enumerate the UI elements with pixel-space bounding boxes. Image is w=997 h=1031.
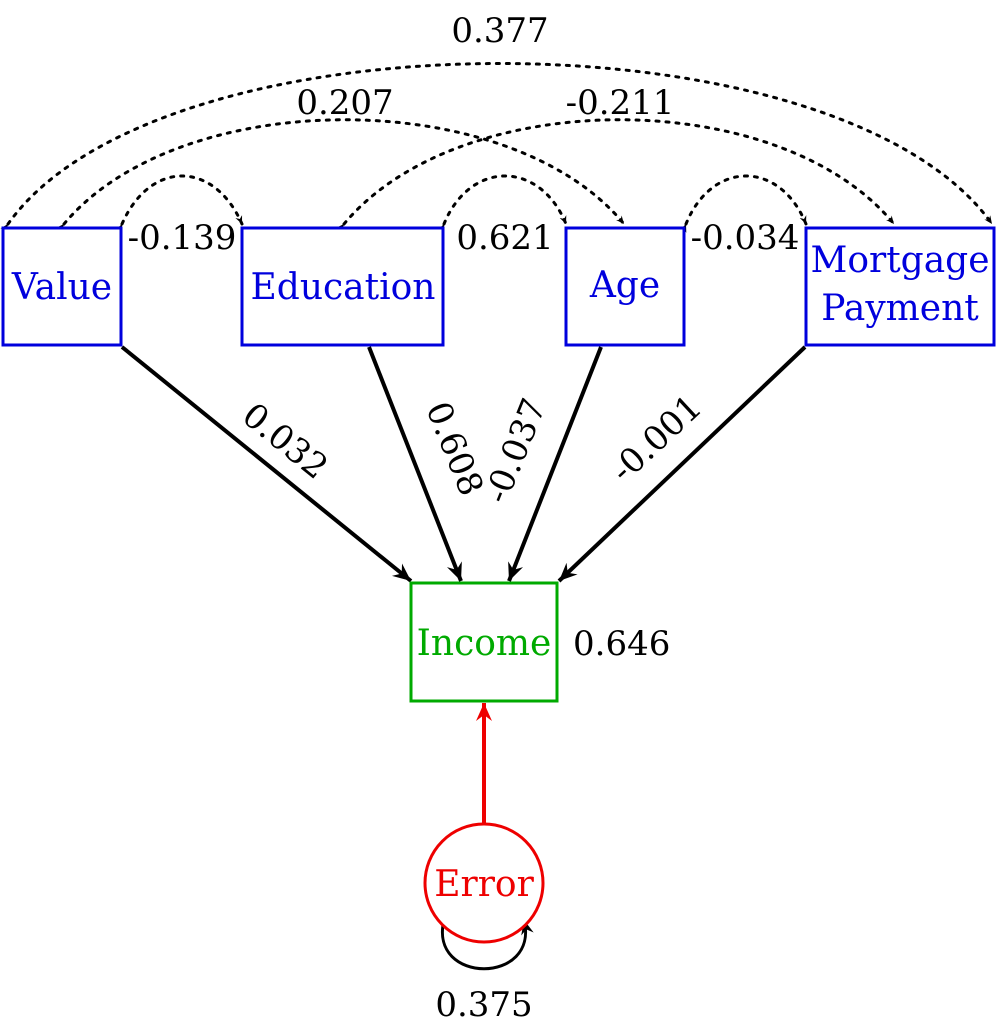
node-mortgage-payment: Mortgage Payment [804,226,996,347]
error-variance-loop [440,904,534,971]
node-education: Education [240,226,445,347]
path-education-income [367,346,463,582]
cov-education-age-label: 0.621 [456,218,553,258]
cov-value-mortgage-label: 0.377 [451,11,548,51]
node-error: Error [423,822,545,944]
path-age-income [507,346,603,582]
node-income: Income [409,581,559,703]
cov-value-education-curve [115,174,244,233]
cov-age-mortgage-label: -0.034 [691,218,800,258]
node-age-label: Age [589,265,660,306]
path-mortgage-income [557,345,807,583]
path-value-income-label: 0.032 [235,395,336,487]
node-value-label: Value [11,267,112,308]
cov-value-mortgage-curve [0,62,994,233]
path-value-income [120,345,413,583]
cov-education-mortgage-label: -0.211 [566,83,675,123]
cov-value-age-curve [56,118,626,233]
node-error-label: Error [434,864,534,905]
cov-value-age-label: 0.207 [296,83,393,123]
cov-education-age-curve [437,174,568,233]
path-mortgage-income-label: -0.001 [603,387,710,490]
node-mortgage-label-line2: Payment [821,288,979,329]
income-r-squared-label: 0.646 [573,624,670,664]
node-mortgage-label-line1: Mortgage [810,240,989,281]
error-variance-label: 0.375 [435,985,532,1025]
cov-age-mortgage-curve [679,174,808,233]
node-education-label: Education [251,267,436,308]
node-age: Age [564,226,686,347]
node-income-label: Income [417,623,552,664]
cov-education-mortgage-curve [336,118,896,233]
node-value: Value [1,226,123,347]
cov-value-education-label: -0.139 [128,218,237,258]
